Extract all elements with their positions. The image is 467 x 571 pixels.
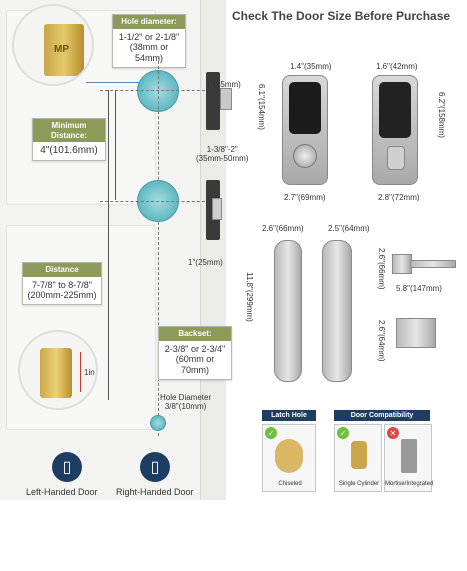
distance-arrow <box>108 90 109 400</box>
front-bottom-label: 2.7"(69mm) <box>284 193 326 202</box>
lower-centerline <box>100 201 210 202</box>
back-lock-body <box>372 75 418 185</box>
key-cylinder <box>293 144 317 168</box>
cross-icon: ✕ <box>387 427 399 439</box>
upper-bolt <box>220 88 232 110</box>
page-title: Check The Door Size Before Purchase <box>232 9 451 23</box>
lever-arm <box>410 260 456 268</box>
zoom-latch-detail: 1in <box>18 330 98 410</box>
right-door-label: Right-Handed Door <box>116 487 194 497</box>
mortise-image <box>401 439 417 473</box>
minimum-distance-title: Minimum Distance: <box>33 119 105 143</box>
thumb-turn <box>387 146 405 170</box>
latch-brass <box>40 348 72 398</box>
latch-bolt <box>212 198 222 220</box>
check-icon: ✓ <box>265 427 277 439</box>
handle-width2-label: 2.5"(64mm) <box>328 224 370 233</box>
latch-hole-title: Latch Hole <box>262 410 316 421</box>
zoom-strike-detail: MP <box>12 4 94 86</box>
small-hole-value: 3/8"(10mm) <box>164 402 207 411</box>
mortise-box: ✕ Mortise/Integrated <box>384 424 434 492</box>
front-handle <box>274 240 302 382</box>
hole-diameter-mm: (38mm or 54mm) <box>129 42 169 64</box>
front-height-label: 6.1"(154mm) <box>257 84 266 130</box>
right-door-icon: ▯ <box>140 452 170 482</box>
distance-label: Distance 7-7/8" to 8-7/8" (200mm-225mm) <box>22 262 102 306</box>
lever-depth-label: 2.6"(64mm) <box>377 320 386 362</box>
backset-vertical-line <box>158 56 159 436</box>
front-width-label: 1.4"(35mm) <box>290 62 332 71</box>
minimum-distance-value: 4"(101.6mm) <box>40 145 98 157</box>
handle-height-label: 11.8"(299mm) <box>245 272 254 322</box>
latch-travel-arrow <box>80 352 81 392</box>
hole-diameter-label: Hole diameter: 1-1/2" or 2-1/8" (38mm or… <box>112 14 186 68</box>
backset-title: Backset: <box>159 327 231 341</box>
battery-cover <box>379 82 411 138</box>
compat-title: Door Compatibility <box>334 410 430 421</box>
back-bottom-label: 2.8"(72mm) <box>378 193 420 202</box>
front-lock-body <box>282 75 328 185</box>
plate-small-label: 1-3/8"-2" (35mm-50mm) <box>196 145 249 164</box>
left-door-icon: ▯ <box>52 452 82 482</box>
lever-rose <box>392 254 412 274</box>
zoom-connector <box>86 82 156 83</box>
brand-mark: MP <box>54 44 69 55</box>
lever-height-label: 2.6"(66mm) <box>377 248 386 290</box>
left-door-label: Left-Handed Door <box>26 487 98 497</box>
plate-width-label: 1"(25mm) <box>206 80 241 89</box>
minimum-distance-label: Minimum Distance: 4"(101.6mm) <box>32 118 106 162</box>
lever-side-view <box>396 318 436 348</box>
backset-value: 2-3/8" or 2-3/4" <box>164 343 226 354</box>
back-height-label: 6.2"(158mm) <box>437 92 446 138</box>
small-bore-hole <box>150 415 166 431</box>
plate-small-inch: 1-3/8"-2" <box>206 145 238 154</box>
latch-hole-box: ✓ Chiseled <box>262 424 316 492</box>
latch-travel-label: 1in <box>84 368 95 377</box>
latch-hole-caption: Chiseled <box>278 481 302 487</box>
handle-width-label: 2.6"(66mm) <box>262 224 304 233</box>
backset-label: Backset: 2-3/8" or 2-3/4" (60mm or 70mm) <box>158 326 232 380</box>
distance-mm: (200mm-225mm) <box>27 290 97 301</box>
minimum-distance-arrow <box>115 90 116 200</box>
small-hole-label: Hole Diameter 3/8"(10mm) <box>160 393 211 411</box>
upper-centerline <box>100 90 210 91</box>
small-hole-title: Hole Diameter <box>160 393 212 402</box>
upper-strike-plate <box>206 72 220 130</box>
back-handle <box>322 240 352 382</box>
chiseled-hole <box>275 439 303 473</box>
mortise-caption: Mortise/Integrated <box>385 481 434 487</box>
hole-diameter-title: Hole diameter: <box>113 15 185 29</box>
backset-mm: (60mm or 70mm) <box>175 354 215 376</box>
plate-small-mm: (35mm-50mm) <box>196 153 249 163</box>
keypad <box>289 82 321 134</box>
single-cylinder-caption: Single Cylinder <box>338 481 380 487</box>
cylinder-image <box>351 441 367 469</box>
plate-bottom-label: 1"(25mm) <box>188 258 223 267</box>
lever-length-label: 5.8"(147mm) <box>396 284 442 293</box>
distance-title: Distance <box>23 263 101 277</box>
check-icon: ✓ <box>337 427 349 439</box>
hole-diameter-value: 1-1/2" or 2-1/8" <box>118 31 180 42</box>
brass-plate <box>44 24 84 76</box>
distance-value: 7-7/8" to 8-7/8" <box>32 279 92 290</box>
single-cylinder-box: ✓ Single Cylinder <box>334 424 382 492</box>
back-width-label: 1.6"(42mm) <box>376 62 418 71</box>
